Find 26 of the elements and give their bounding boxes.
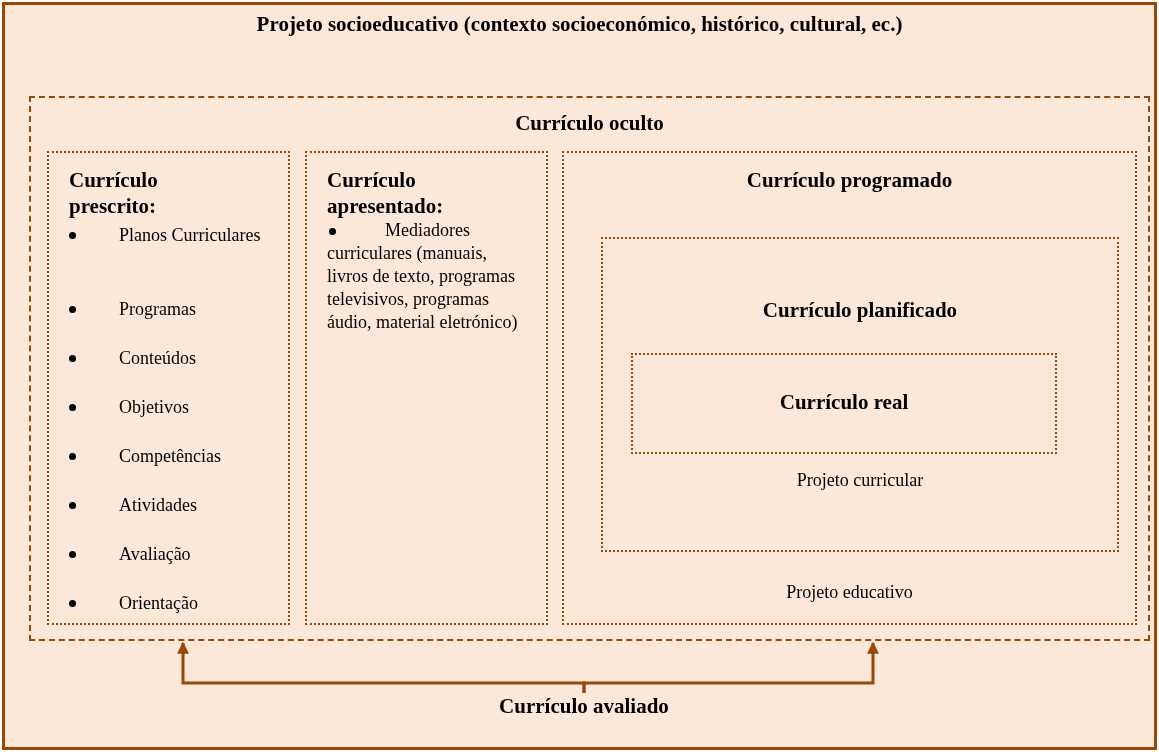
frame-title: Projeto socioeducativo (contexto socioeconómico, histórico, cultural, ec.) (255, 11, 904, 37)
dashed-frame (29, 96, 1150, 641)
bottom-label-text: Currículo avaliado (498, 693, 670, 719)
panel-heading: Currículo apresentado: (327, 167, 445, 219)
dotted-panel (601, 237, 1119, 552)
bullet-item: Mediadores curriculares (manuais, livros de texto, programas televisivos, programas áudio, material eletrónico) (327, 219, 532, 334)
frame-title: Currículo oculto (514, 110, 665, 136)
bullet-item: Atividades (49, 492, 324, 517)
dotted-panel (562, 151, 1137, 625)
bullet-item: Orientação (49, 590, 324, 615)
arrow (582, 641, 879, 693)
panel-heading: Currículo programado (745, 167, 954, 193)
panel-heading: Currículo planificado (761, 297, 959, 323)
bullet-item: Objetivos (49, 394, 324, 419)
bullet-item: Avaliação (49, 541, 324, 566)
bullet-item: Planos Curriculares (49, 223, 324, 248)
dotted-panel (631, 353, 1057, 454)
dotted-panel (305, 151, 548, 625)
dotted-panel (47, 151, 290, 625)
body-text: Projeto curricular (795, 469, 925, 492)
panel-heading: Currículo real (778, 389, 910, 415)
body-text: Projeto educativo (785, 581, 914, 604)
panel-heading: Currículo prescrito: (69, 167, 159, 219)
bullet-item: Competências (49, 443, 324, 468)
bullet-item: Conteúdos (49, 345, 324, 370)
bullet-item: Programas (49, 296, 324, 321)
